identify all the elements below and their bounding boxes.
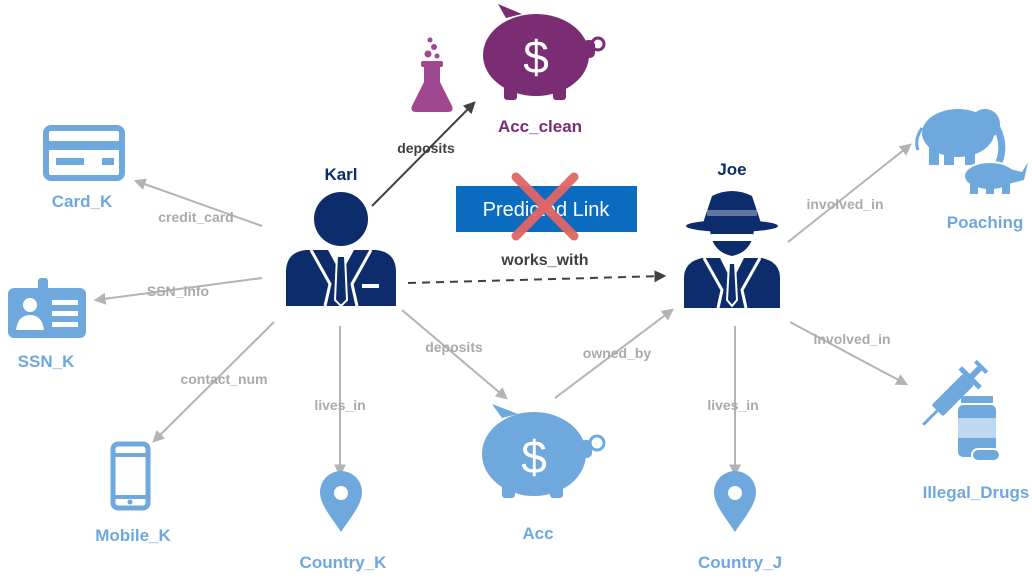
node-label-illegal-drugs: Illegal_Drugs [923,483,1030,502]
node-label-joe: Joe [717,160,746,179]
elephant-rhino-icon [915,109,1028,194]
businessman-icon [286,192,396,308]
node-label-acc-clean: Acc_clean [498,117,582,136]
mobile-phone-icon [110,441,151,511]
node-label-country-j: Country_J [698,553,782,572]
edge-label-joe-drugs: involved_in [813,331,890,347]
id-card-icon [8,278,86,338]
edge-karl-mobile [152,321,275,443]
node-karl[interactable]: Karl [286,165,396,308]
edge-label-karl-acc-clean: deposits [397,140,455,156]
node-card-k[interactable]: Card_K [43,125,125,211]
node-illegal-drugs[interactable]: Illegal_Drugs [913,356,1029,502]
node-acc[interactable]: $ Acc [482,404,606,543]
piggy-bank-icon: $ [482,404,606,498]
edges [93,101,912,477]
edge-label-joe-country: lives_in [707,397,758,413]
edge-label-acc-joe: owned_by [583,345,652,361]
edge-karl-ssn [93,277,263,305]
edge-label-karl-card: credit_card [158,209,233,225]
piggy-bank-icon: $ [483,4,606,100]
node-mobile-k[interactable]: Mobile_K [95,441,172,545]
node-poaching[interactable]: Poaching [915,109,1028,232]
node-country-j[interactable]: Country_J [698,471,782,572]
predicted-link-box: Predicted Link [456,172,637,241]
edge-label-karl-joe: works_with [500,252,588,269]
edge-karl-acc-clean [371,101,476,207]
edge-joe-poaching [787,143,912,243]
edge-karl-card [133,178,263,227]
node-label-karl: Karl [324,165,357,184]
edge-karl-joe-predicted [407,270,667,284]
edge-label-karl-mobile: contact_num [180,371,267,387]
edge-label-karl-country: lives_in [314,397,365,413]
location-pin-icon [320,471,362,532]
node-ssn-k[interactable]: SSN_K [8,278,86,371]
svg-text:$: $ [521,431,547,483]
cross-icon [511,172,579,241]
edge-karl-acc [401,309,508,400]
node-label-country-k: Country_K [300,553,388,572]
edge-joe-drugs [789,321,909,386]
edge-label-karl-ssn: SSN_info [147,283,209,299]
svg-text:$: $ [523,31,549,83]
credit-card-icon [43,125,125,181]
edge-acc-joe [554,308,674,399]
node-country-k[interactable]: Country_K [300,471,388,572]
location-pin-icon [714,471,756,532]
edge-label-karl-acc: deposits [425,339,483,355]
edge-labels: deposits credit_card SSN_info contact_nu… [147,140,891,413]
syringe-pills-icon [922,359,1001,462]
node-label-mobile-k: Mobile_K [95,526,171,545]
edge-label-joe-poaching: involved_in [806,196,883,212]
node-acc-clean[interactable]: $ Acc_clean [483,4,606,136]
node-joe[interactable]: Joe [684,160,780,309]
node-label-ssn-k: SSN_K [18,352,75,371]
node-label-card-k: Card_K [52,192,113,211]
flask-icon [411,37,453,112]
gangster-icon [684,191,780,309]
node-label-acc: Acc [522,524,553,543]
node-label-poaching: Poaching [947,213,1024,232]
